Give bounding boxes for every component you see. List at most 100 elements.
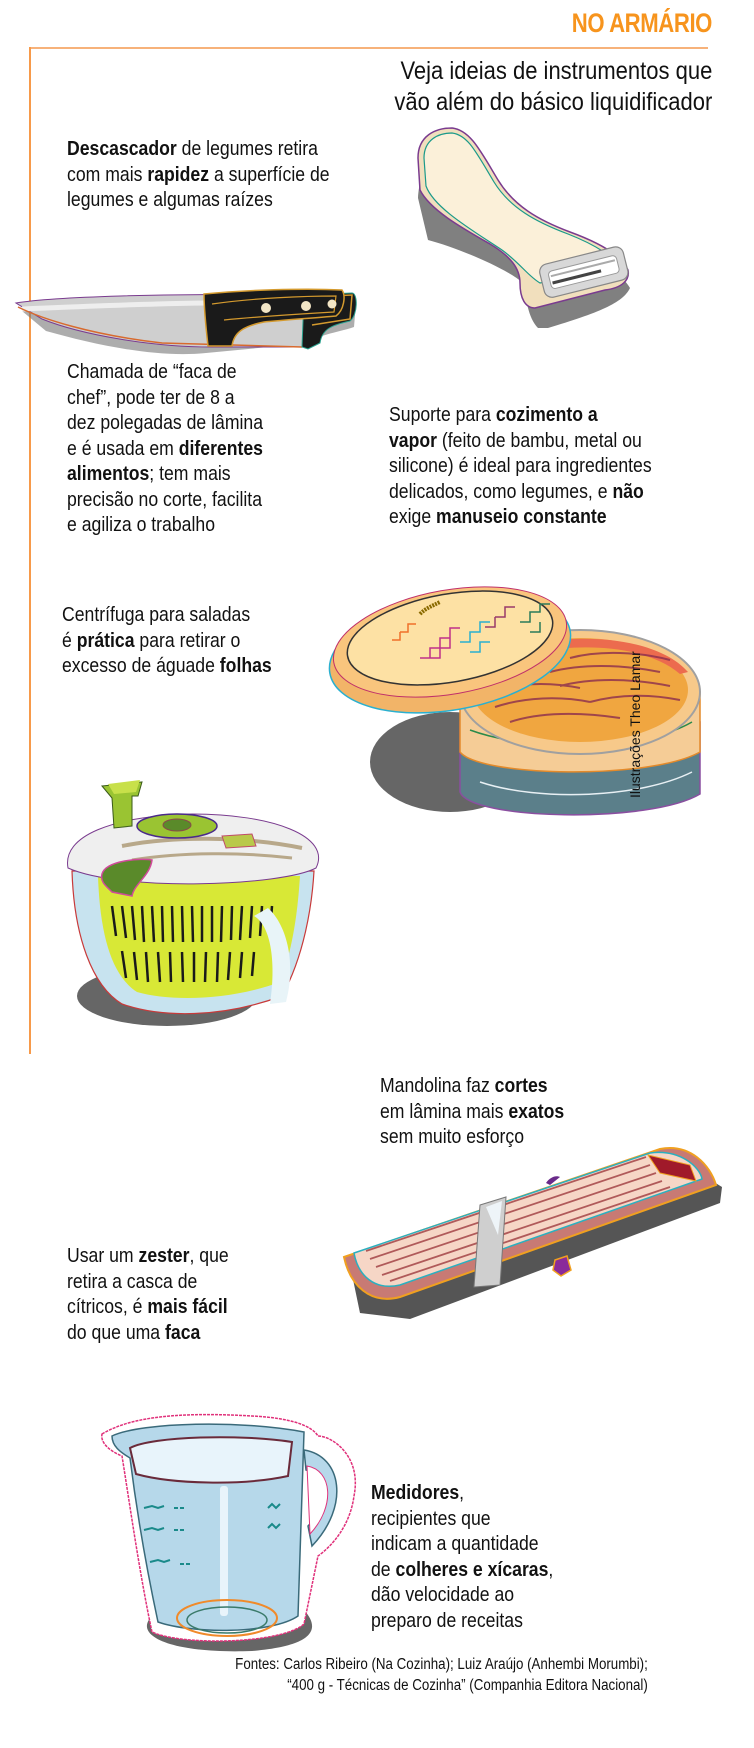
caption-text: ; tem mais xyxy=(149,462,231,485)
caption-line: retira a casca de xyxy=(67,1269,229,1295)
caption-text: com mais xyxy=(67,162,148,186)
caption-line: Descascador de legumes retira xyxy=(67,136,330,162)
caption-text: legumes e algumas raízes xyxy=(67,188,273,211)
caption-text: para retirar o xyxy=(134,628,241,652)
section-kicker: NO ARMÁRIO xyxy=(571,8,713,38)
caption-line: do que uma faca xyxy=(67,1320,229,1346)
caption-emphasis: cozimento a xyxy=(495,403,598,426)
caption-line: dão velocidade ao xyxy=(371,1582,553,1608)
caption-text: cítricos, é xyxy=(67,1295,148,1318)
caption-text: do que uma xyxy=(67,1320,166,1344)
caption-emphasis: colheres e xícaras xyxy=(395,1557,549,1581)
caption-text: em lâmina mais xyxy=(380,1099,509,1123)
caption-line: e agiliza o trabalho xyxy=(67,512,263,538)
caption-line: preparo de receitas xyxy=(371,1608,553,1634)
caption-line: Chamada de “faca de xyxy=(67,359,263,385)
caption-text: de xyxy=(371,1557,396,1581)
mandoline-illustration xyxy=(342,1147,722,1319)
caption-text: dez polegadas de lâmina xyxy=(67,411,264,434)
caption-line: chef”, pode ter de 8 a xyxy=(67,385,263,411)
sources-footnote: Fontes: Carlos Ribeiro (Na Cozinha); Lui… xyxy=(235,1654,648,1696)
caption-line: delicados, como legumes, e não xyxy=(389,479,652,505)
caption-text: , que xyxy=(189,1244,229,1267)
caption-text: a superfície de xyxy=(209,162,330,186)
caption-emphasis: não xyxy=(612,479,644,503)
caption-line: Usar um zester, que xyxy=(67,1243,229,1269)
caption-emphasis: diferentes xyxy=(178,436,263,460)
caption-text: excesso de águade xyxy=(62,654,220,677)
caption-line: vapor (feito de bambu, metal ou xyxy=(389,428,652,454)
illustration-credit: Ilustrações Theo Lamar xyxy=(627,651,643,798)
caption-line: cítricos, é mais fácil xyxy=(67,1294,229,1320)
caption-line: precisão no corte, facilita xyxy=(67,487,263,513)
caption-text: e é usada em xyxy=(67,436,179,460)
caption-text: dão velocidade ao xyxy=(371,1583,515,1606)
headline-line-1: Veja ideias de instrumentos que xyxy=(400,57,712,85)
salad-spinner-illustration xyxy=(67,780,319,1026)
caption-text: (feito de bambu, metal ou xyxy=(437,428,642,452)
measuring-cup-illustration xyxy=(101,1413,357,1652)
caption-text: Usar um xyxy=(67,1244,139,1267)
caption-text: retira a casca de xyxy=(67,1269,198,1293)
caption-text: chef”, pode ter de 8 a xyxy=(67,385,235,409)
knife-handle-illustration xyxy=(203,288,345,347)
caption-text: exige xyxy=(389,505,437,528)
caption-line: em lâmina mais exatos xyxy=(380,1099,564,1125)
caption-emphasis: exatos xyxy=(508,1099,565,1123)
caption-emphasis: vapor xyxy=(389,428,438,452)
sources-line-2: “400 g - Técnicas de Cozinha” (Companhia… xyxy=(287,1677,648,1694)
caption-emphasis: rapidez xyxy=(147,162,210,186)
caption-line: exige manuseio constante xyxy=(389,504,652,530)
caption-line: sem muito esforço xyxy=(380,1124,564,1150)
caption-line: de colheres e xícaras, xyxy=(371,1557,553,1583)
caption-line: e é usada em diferentes xyxy=(67,436,263,462)
caption-text: precisão no corte, facilita xyxy=(67,487,263,511)
caption-text: Suporte para xyxy=(389,403,496,426)
caption-line: recipientes que xyxy=(371,1506,553,1532)
caption-emphasis: zester xyxy=(138,1244,190,1267)
headline: Veja ideias de instrumentos que vão além… xyxy=(394,56,712,118)
caption-emphasis: Descascador xyxy=(67,137,177,160)
caption-line: Mandolina faz cortes xyxy=(380,1073,564,1099)
caption-line: é prática para retirar o xyxy=(62,628,272,654)
caption-text: Chamada de “faca de xyxy=(67,360,237,383)
caption-text: indicam a quantidade xyxy=(371,1532,539,1555)
caption-text: Centrífuga para saladas xyxy=(62,603,251,626)
caption-line: dez polegadas de lâmina xyxy=(67,410,263,436)
caption-emphasis: manuseio constante xyxy=(436,505,607,528)
caption-line: Medidores, xyxy=(371,1480,553,1506)
caption-line: legumes e algumas raízes xyxy=(67,187,330,213)
caption-emphasis: cortes xyxy=(494,1074,548,1097)
caption-line: excesso de águade folhas xyxy=(62,653,272,679)
top-rule-divider xyxy=(30,47,708,49)
caption-text: Mandolina faz xyxy=(380,1074,495,1097)
left-rule-divider xyxy=(29,47,31,1054)
caption-line: Centrífuga para saladas xyxy=(62,602,272,628)
caption-line: indicam a quantidade xyxy=(371,1531,553,1557)
caption-text: , xyxy=(548,1557,554,1581)
caption-line: silicone) é ideal para ingredientes xyxy=(389,453,652,479)
caption-emphasis: faca xyxy=(165,1320,201,1344)
caption-text: silicone) é ideal para ingredientes xyxy=(389,454,652,477)
caption-emphasis: mais fácil xyxy=(147,1295,228,1318)
caption-text: , xyxy=(459,1481,465,1504)
caption-text: delicados, como legumes, e xyxy=(389,479,613,503)
caption-emphasis: folhas xyxy=(219,654,272,677)
caption-text: preparo de receitas xyxy=(371,1608,523,1632)
caption-line: alimentos; tem mais xyxy=(67,461,263,487)
headline-line-2: vão além do básico liquidificador xyxy=(394,88,712,116)
caption-text: e agiliza o trabalho xyxy=(67,513,216,536)
sources-line-1: Fontes: Carlos Ribeiro (Na Cozinha); Lui… xyxy=(235,1656,648,1673)
caption-emphasis: Medidores xyxy=(371,1481,460,1504)
bamboo-steamer-illustration xyxy=(328,586,701,816)
caption-emphasis: alimentos xyxy=(67,462,150,485)
peeler-illustration xyxy=(417,127,630,328)
caption-text: de legumes retira xyxy=(176,137,318,160)
